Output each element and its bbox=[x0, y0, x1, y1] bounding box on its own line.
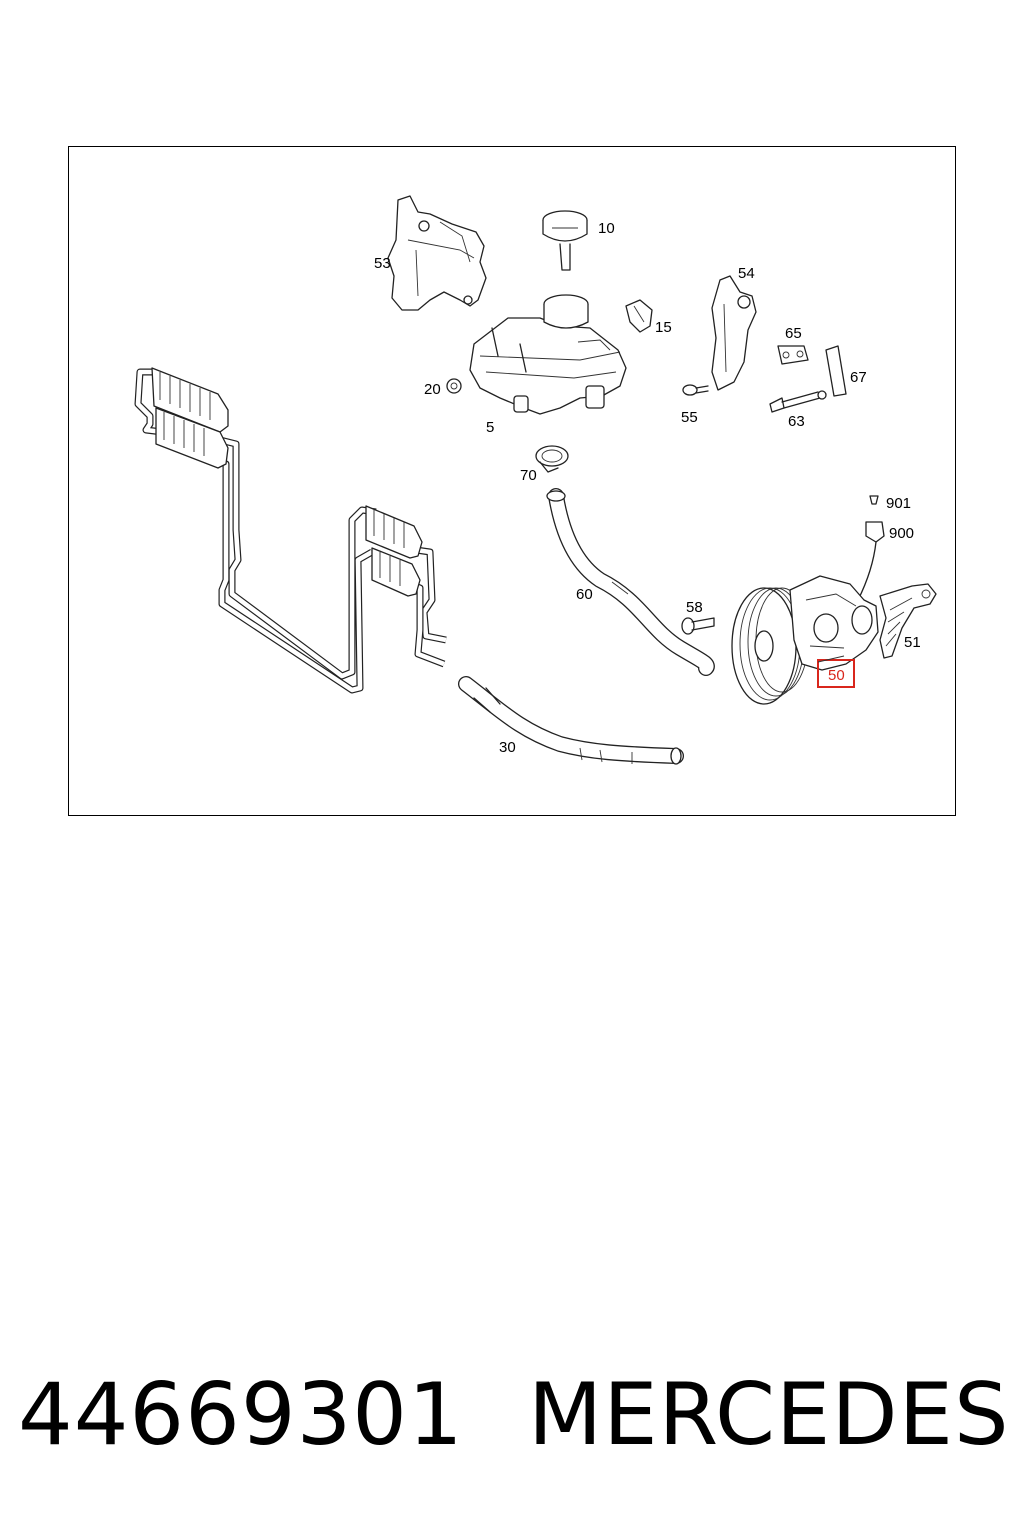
callout-901: 901 bbox=[886, 495, 911, 512]
part-67-sleeve[interactable] bbox=[825, 345, 847, 397]
callout-60: 60 bbox=[576, 586, 593, 603]
footer: 44669301 MERCEDES bbox=[0, 1360, 1024, 1470]
callout-63: 63 bbox=[788, 413, 805, 430]
part-70-clamp[interactable] bbox=[535, 445, 569, 473]
cooler-lines bbox=[134, 367, 447, 694]
part-10-cap[interactable] bbox=[542, 210, 588, 271]
brand-name: MERCEDES bbox=[528, 1365, 1010, 1465]
part-20-nut[interactable] bbox=[446, 378, 462, 394]
callout-5: 5 bbox=[486, 419, 494, 436]
part-30-return-line[interactable] bbox=[458, 676, 684, 765]
diagram-frame bbox=[68, 146, 956, 816]
callout-53: 53 bbox=[374, 255, 391, 272]
callout-50-highlight[interactable]: 50 bbox=[817, 655, 855, 688]
part-50-pump[interactable] bbox=[731, 575, 879, 705]
callout-58: 58 bbox=[686, 599, 703, 616]
part-58-bolt[interactable] bbox=[681, 617, 715, 635]
part-51-bracket[interactable] bbox=[879, 583, 937, 659]
part-60-hose[interactable] bbox=[546, 488, 715, 676]
callout-65: 65 bbox=[785, 325, 802, 342]
part-65-plate[interactable] bbox=[777, 345, 809, 365]
callout-67: 67 bbox=[850, 369, 867, 386]
callout-30: 30 bbox=[499, 739, 516, 756]
callout-900: 900 bbox=[889, 525, 914, 542]
part-54-bracket[interactable] bbox=[711, 275, 757, 391]
part-63-stud[interactable] bbox=[769, 390, 827, 413]
part-5-reservoir[interactable] bbox=[469, 294, 627, 415]
part-number: 44669301 bbox=[18, 1365, 464, 1465]
part-53-bracket[interactable] bbox=[387, 195, 487, 311]
callout-50: 50 bbox=[828, 667, 845, 684]
callout-70: 70 bbox=[520, 467, 537, 484]
callout-55: 55 bbox=[681, 409, 698, 426]
part-900-901-connector[interactable] bbox=[857, 495, 885, 601]
callout-10: 10 bbox=[598, 220, 615, 237]
part-55-screw[interactable] bbox=[682, 384, 709, 396]
callout-51: 51 bbox=[904, 634, 921, 651]
part-15-clip[interactable] bbox=[625, 299, 653, 333]
callout-15: 15 bbox=[655, 319, 672, 336]
callout-20: 20 bbox=[424, 381, 441, 398]
callout-54: 54 bbox=[738, 265, 755, 282]
